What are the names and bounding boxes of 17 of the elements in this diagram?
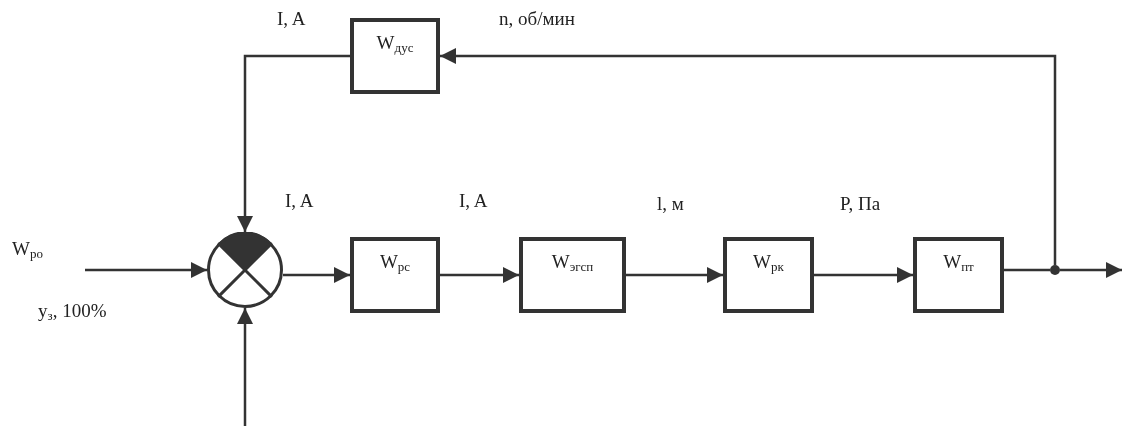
branch-point — [1050, 265, 1060, 275]
arrow — [626, 267, 723, 283]
transfer-function-block: W$_{пт}$ — [913, 237, 1004, 313]
arrow — [1060, 262, 1122, 278]
arrow — [283, 267, 350, 283]
transfer-function-block: W$_{рс}$ — [350, 237, 440, 313]
arrow — [440, 267, 519, 283]
transfer-function-block: W$_{рк}$ — [723, 237, 814, 313]
transfer-function-block: W$_{эгсп}$ — [519, 237, 626, 313]
transfer-function-block: W$_{дус}$ — [350, 18, 440, 94]
signal-label: n, об/мин — [497, 8, 577, 30]
arrow — [440, 48, 1057, 265]
arrow — [85, 262, 207, 278]
arrow — [814, 267, 913, 283]
arrow — [237, 54, 350, 232]
summing-junction — [207, 232, 283, 308]
arrow — [237, 308, 253, 426]
